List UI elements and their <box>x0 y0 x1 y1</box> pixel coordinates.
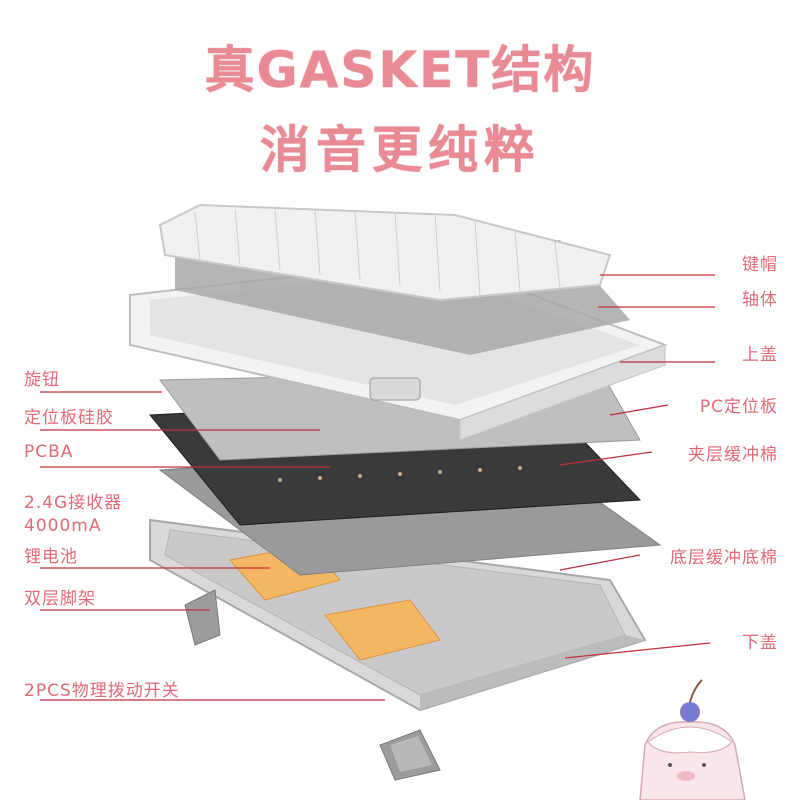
leader-lines-right <box>559 274 715 659</box>
label-interlayer-foam: 夹层缓冲棉 <box>688 445 778 465</box>
leader-lines-left <box>40 391 385 701</box>
label-feet: 双层脚架 <box>24 589 96 609</box>
title-line1: 真GASKET结构 <box>204 41 596 99</box>
label-battery: 锂电池 <box>24 547 78 567</box>
cherry-pudding-mascot-icon <box>639 679 746 800</box>
feet <box>184 589 441 781</box>
label-battery-capacity: 4000mA <box>24 516 102 536</box>
label-keycaps: 键帽 <box>742 255 778 275</box>
label-bottom-foam: 底层缓冲底棉 <box>670 548 778 568</box>
label-switches: 轴体 <box>742 290 778 310</box>
label-receiver: 2.4G接收器 <box>24 493 123 513</box>
battery-block-icon <box>324 599 441 661</box>
label-toggle-switches: 2PCS物理拨动开关 <box>24 681 180 701</box>
keycaps <box>158 203 612 302</box>
label-pc-plate: PC定位板 <box>699 397 778 417</box>
bottom-case <box>149 518 647 712</box>
title-line2: 消音更纯粹 <box>260 121 540 179</box>
label-knob: 旋钮 <box>24 370 60 390</box>
label-top-case: 上盖 <box>742 345 778 365</box>
label-plate-gasket: 定位板硅胶 <box>24 408 114 428</box>
label-bottom-case: 下盖 <box>742 633 778 653</box>
label-pcba: PCBA <box>24 442 74 462</box>
